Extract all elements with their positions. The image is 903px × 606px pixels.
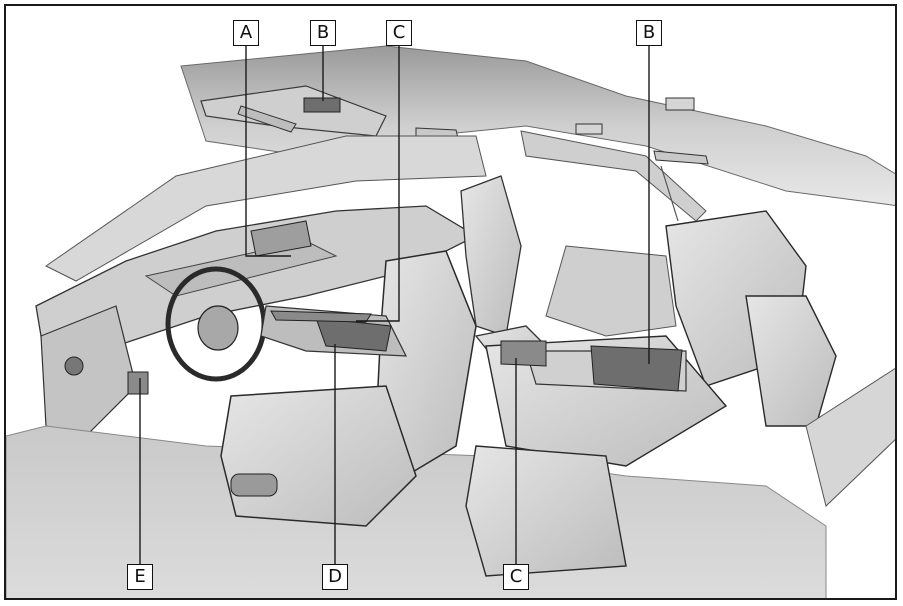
rear-grab-handle bbox=[653, 150, 709, 165]
rear-armrest-storage bbox=[590, 345, 683, 392]
callout-c-front: C bbox=[386, 20, 412, 46]
rear-door bbox=[545, 245, 677, 337]
leader-A bbox=[245, 44, 291, 257]
rear-seat-back-far bbox=[745, 295, 837, 427]
rear-seat-lower-left bbox=[465, 445, 627, 577]
callout-d: D bbox=[322, 564, 348, 590]
callout-b-front: B bbox=[310, 20, 336, 46]
front-armrest-storage bbox=[315, 317, 392, 352]
car-interior-illustration bbox=[6, 44, 895, 598]
front-cup-holder-tray bbox=[270, 310, 372, 323]
callout-a: A bbox=[233, 20, 259, 46]
callout-e: E bbox=[127, 564, 153, 590]
a-pillar bbox=[45, 135, 487, 282]
driver-seat-cushion bbox=[220, 385, 417, 527]
door-speaker bbox=[64, 356, 84, 376]
overhead-light-front bbox=[303, 97, 341, 113]
rear-overhead-light bbox=[665, 97, 695, 111]
callout-b-rear: B bbox=[636, 20, 662, 46]
callout-c-rear: C bbox=[503, 564, 529, 590]
leader-C-front bbox=[356, 44, 400, 322]
rear-dome-light bbox=[575, 123, 603, 135]
leader-lines bbox=[139, 44, 650, 564]
power-switch-panel bbox=[127, 371, 149, 395]
steering-hub bbox=[197, 305, 239, 351]
seat-adjust-switch bbox=[230, 473, 278, 497]
diagram-frame: A B C B E D C bbox=[4, 4, 897, 600]
rear-cup-holders bbox=[500, 340, 547, 367]
rear-view-mirror bbox=[237, 105, 297, 133]
dash-trim bbox=[144, 240, 338, 297]
rear-quarter-panel bbox=[805, 367, 895, 507]
center-display bbox=[250, 220, 312, 257]
driver-door-panel bbox=[40, 305, 137, 437]
